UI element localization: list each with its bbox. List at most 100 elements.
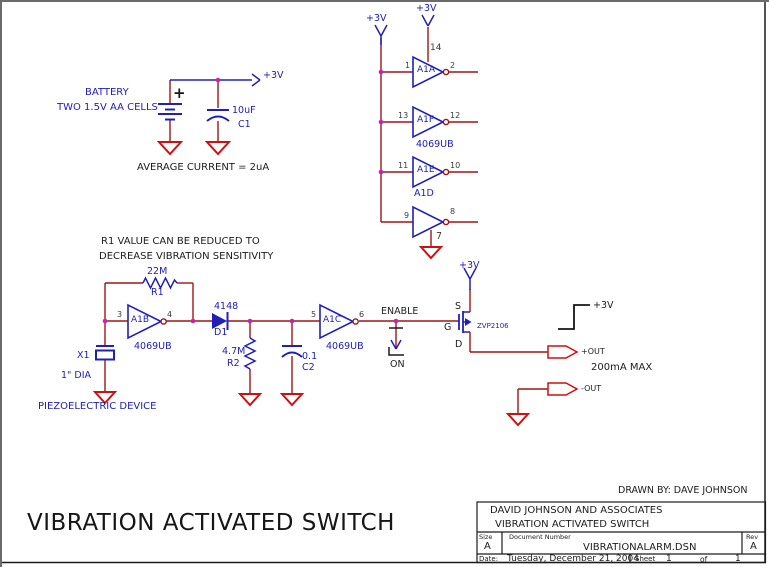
page-title: VIBRATION ACTIVATED SWITCH — [27, 510, 395, 536]
r2-ref-label: R2 — [227, 358, 240, 369]
ground-icon — [237, 393, 263, 407]
ground-icon — [156, 141, 184, 156]
pin-13-label: 13 — [398, 111, 409, 120]
vcc-label: +3V — [459, 260, 480, 271]
titleblock-size-label: Size — [479, 533, 493, 541]
piezo-x1-symbol — [95, 345, 115, 361]
sheet-edge-top — [0, 0, 769, 2]
pin-3-label: 3 — [117, 310, 123, 319]
gate-a1c-label: A1C — [323, 315, 342, 325]
pin-12-label: 12 — [450, 111, 461, 120]
vcc-arrow-icon — [170, 14, 477, 290]
pin-9-label: 9 — [404, 211, 410, 220]
x1-size-label: 1" DIA — [61, 370, 92, 381]
gate-a1a-label: A1A — [417, 65, 436, 75]
pin-1-label: 1 — [405, 61, 411, 70]
x1-ref-label: X1 — [77, 350, 90, 361]
inverter-gate-a1d — [412, 205, 445, 239]
battery-symbol — [158, 103, 182, 121]
capacitor-c1-symbol — [206, 109, 230, 122]
part-number-label: 4069UB — [326, 341, 364, 352]
d1-ref-label: D1 — [214, 327, 228, 338]
part-number-label: 4069UB — [416, 139, 454, 150]
c2-value-label: 0.1 — [302, 351, 318, 362]
titleblock-rev-value: A — [750, 541, 757, 552]
piezo-note-label: PIEZOELECTRIC DEVICE — [38, 401, 157, 412]
inverter-gate-a1e — [412, 155, 445, 189]
output-port-neg — [547, 382, 579, 396]
titleblock-doc-label: Document Number — [509, 533, 571, 541]
out-neg-label: -OUT — [581, 384, 602, 393]
gate-a1d-label: A1D — [414, 188, 434, 199]
pin-14-label: 14 — [430, 43, 442, 53]
vcc-label: +3V — [263, 70, 284, 81]
titleblock-rev-label: Rev — [746, 533, 759, 541]
titleblock-company: DAVID JOHNSON AND ASSOCIATES — [490, 505, 663, 516]
gate-a1b-label: A1B — [131, 315, 150, 325]
enable-switch-symbol — [388, 327, 404, 356]
ground-icon — [505, 413, 531, 427]
drawn-by-label: DRAWN BY: DAVE JOHNSON — [618, 485, 748, 496]
diode-d1-symbol — [212, 312, 229, 330]
titleblock-title: VIBRATION ACTIVATED SWITCH — [495, 519, 650, 530]
capacitor-c2-symbol — [281, 345, 303, 358]
vcc-label: +3V — [416, 3, 437, 14]
titleblock-of-total: 1 — [735, 554, 741, 564]
resistor-r1-symbol — [142, 276, 178, 290]
r1-value-label: 22M — [147, 266, 168, 277]
c2-ref-label: C2 — [302, 362, 315, 373]
part-number-label: 4069UB — [134, 341, 172, 352]
mosfet-source-label: S — [455, 301, 462, 312]
ground-icon — [418, 246, 444, 260]
inverter-gate-a1f — [412, 105, 445, 139]
inverter-gate-a1b — [127, 303, 163, 340]
titleblock-sheet-value: 1 — [666, 554, 672, 564]
inverter-bubbles — [160, 68, 450, 325]
ground-icon — [279, 393, 305, 407]
pin-5-label: 5 — [311, 310, 317, 319]
c1-value-label: 10uF — [232, 105, 256, 116]
inverter-gate-a1c — [319, 303, 355, 340]
titleblock-sheet-label: Sheet — [635, 555, 656, 563]
mosfet-drain-label: D — [455, 339, 463, 350]
inverter-gates — [127, 55, 445, 340]
r2-value-label: 4.7M — [222, 346, 246, 357]
ground-icons — [92, 141, 531, 427]
mosfet-symbol — [458, 311, 472, 333]
battery-name-label: BATTERY — [85, 87, 129, 98]
ground-icon — [92, 391, 118, 405]
titleblock-size-value: A — [484, 541, 491, 552]
titleblock-date-value: Tuesday, December 21, 2004 — [507, 554, 639, 564]
titleblock-of-label: of — [700, 555, 708, 564]
output-port-pos — [547, 345, 579, 359]
r1-ref-label: R1 — [151, 287, 164, 298]
sheet-edge-left — [0, 0, 2, 567]
pin-10-label: 10 — [450, 161, 461, 170]
step-waveform-icon — [558, 304, 590, 330]
gate-a1e-label: A1E — [417, 165, 435, 175]
battery-desc-label: TWO 1.5V AA CELLS — [57, 102, 158, 113]
r1-note-line1: R1 VALUE CAN BE REDUCED TO — [101, 236, 260, 247]
pin-8-label: 8 — [450, 207, 456, 216]
resistor-r2-symbol — [243, 337, 257, 370]
mosfet-part-label: ZVP2106 — [477, 322, 509, 330]
vcc-label: +3V — [366, 13, 387, 24]
wires — [104, 27, 548, 414]
battery-plus-label: + — [173, 84, 186, 102]
pin-4-label: 4 — [167, 310, 173, 319]
inverter-gate-a1a — [412, 55, 445, 89]
pin-11-label: 11 — [398, 161, 409, 170]
d1-value-label: 4148 — [214, 301, 239, 312]
out-pos-label: +OUT — [581, 347, 605, 356]
avg-current-note: AVERAGE CURRENT = 2uA — [137, 162, 270, 173]
pin-7-label: 7 — [436, 231, 443, 242]
pin-2-label: 2 — [450, 61, 456, 70]
c1-ref-label: C1 — [238, 119, 251, 130]
titleblock-date-label: Date: — [479, 555, 499, 563]
max-current-note: 200mA MAX — [591, 362, 653, 373]
ground-icon — [204, 141, 232, 156]
r1-note-line2: DECREASE VIBRATION SENSITIVITY — [99, 251, 274, 262]
gate-a1f-label: A1F — [417, 115, 435, 125]
